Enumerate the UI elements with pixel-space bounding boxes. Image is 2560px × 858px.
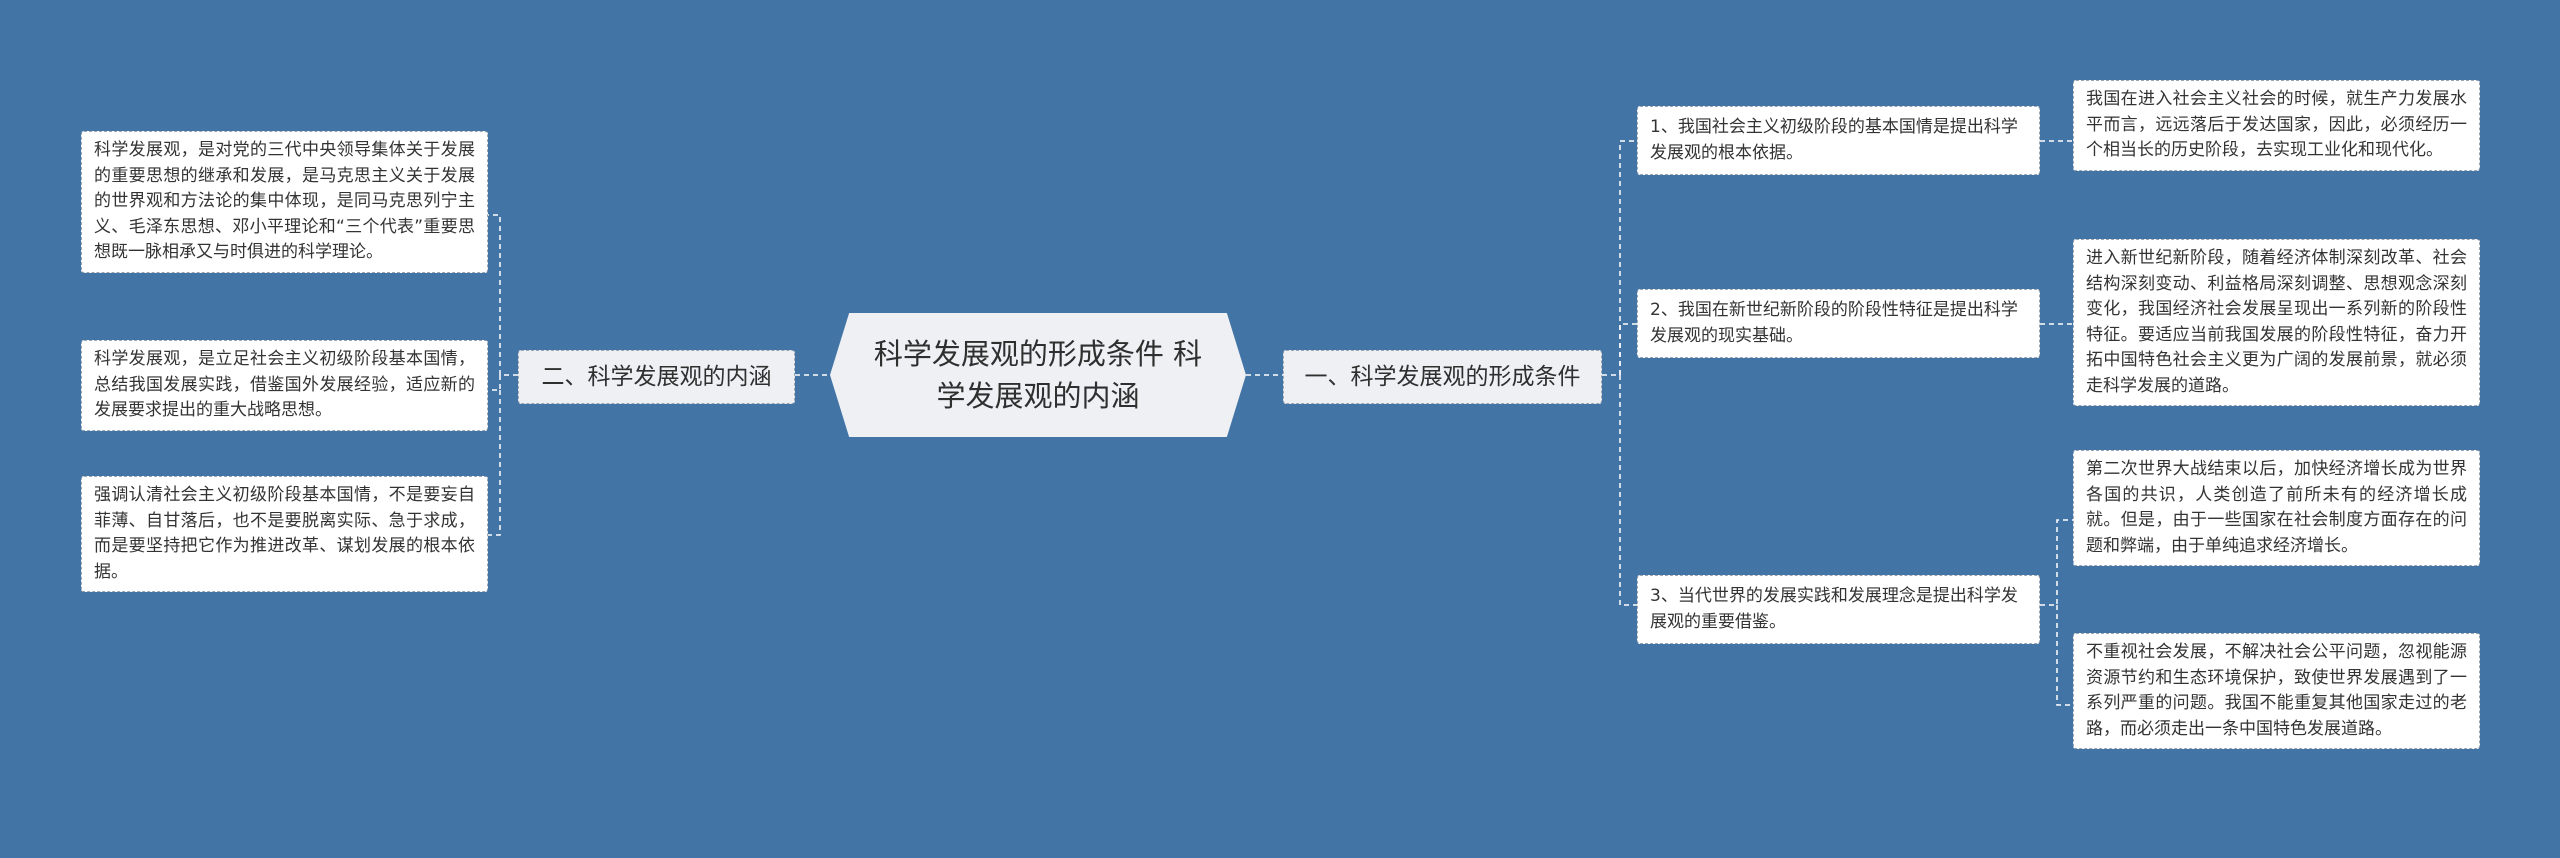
branch-right-label: 一、科学发展观的形成条件 xyxy=(1304,364,1581,390)
central-topic-text: 科学发展观的形成条件 科学发展观的内涵 xyxy=(873,337,1203,413)
connector-left-2 xyxy=(488,375,501,391)
right-detail-1-text: 我国在进入社会主义社会的时候，就生产力发展水平而言，远远落后于发达国家，因此，必… xyxy=(2086,89,2467,160)
connector-left-3 xyxy=(488,390,501,536)
branch-left[interactable]: 二、科学发展观的内涵 xyxy=(518,350,795,404)
right-sub-2[interactable]: 2、我国在新世纪新阶段的阶段性特征是提出科学发展观的现实基础。 xyxy=(1637,289,2040,358)
left-leaf-3[interactable]: 强调认清社会主义初级阶段基本国情，不是要妄自菲薄、自甘落后，也不是要脱离实际、急… xyxy=(81,476,488,592)
right-detail-2-text: 进入新世纪新阶段，随着经济体制深刻改革、社会结构深刻变动、利益格局深刻调整、思想… xyxy=(2086,248,2467,396)
central-topic[interactable]: 科学发展观的形成条件 科学发展观的内涵 xyxy=(830,313,1246,437)
left-leaf-2[interactable]: 科学发展观，是立足社会主义初级阶段基本国情，总结我国发展实践，借鉴国外发展经验，… xyxy=(81,340,488,431)
left-leaf-2-text: 科学发展观，是立足社会主义初级阶段基本国情，总结我国发展实践，借鉴国外发展经验，… xyxy=(94,349,475,420)
right-sub-2-text: 2、我国在新世纪新阶段的阶段性特征是提出科学发展观的现实基础。 xyxy=(1650,300,2018,346)
connector-sub3-detail1 xyxy=(2040,519,2073,606)
right-detail-4[interactable]: 不重视社会发展，不解决社会公平问题，忽视能源资源节约和生态环境保护，致使世界发展… xyxy=(2073,633,2480,749)
connector-left-1 xyxy=(488,214,518,376)
connector-right-2 xyxy=(1619,323,1637,375)
connector-right-3 xyxy=(1619,375,1637,606)
left-leaf-1-text: 科学发展观，是对党的三代中央领导集体关于发展的重要思想的继承和发展，是马克思主义… xyxy=(94,140,475,262)
right-detail-2[interactable]: 进入新世纪新阶段，随着经济体制深刻改革、社会结构深刻变动、利益格局深刻调整、思想… xyxy=(2073,239,2480,406)
right-detail-4-text: 不重视社会发展，不解决社会公平问题，忽视能源资源节约和生态环境保护，致使世界发展… xyxy=(2086,642,2467,739)
right-detail-3[interactable]: 第二次世界大战结束以后，加快经济增长成为世界各国的共识，人类创造了前所未有的经济… xyxy=(2073,450,2480,566)
right-sub-1-text: 1、我国社会主义初级阶段的基本国情是提出科学发展观的根本依据。 xyxy=(1650,117,2018,163)
connector-right-1 xyxy=(1602,140,1637,376)
right-sub-3[interactable]: 3、当代世界的发展实践和发展理念是提出科学发展观的重要借鉴。 xyxy=(1637,575,2040,644)
right-detail-3-text: 第二次世界大战结束以后，加快经济增长成为世界各国的共识，人类创造了前所未有的经济… xyxy=(2086,459,2467,556)
branch-right[interactable]: 一、科学发展观的形成条件 xyxy=(1283,350,1602,404)
connector-sub3-detail2 xyxy=(2056,605,2073,706)
branch-left-label: 二、科学发展观的内涵 xyxy=(541,364,772,390)
right-detail-1[interactable]: 我国在进入社会主义社会的时候，就生产力发展水平而言，远远落后于发达国家，因此，必… xyxy=(2073,80,2480,171)
right-sub-3-text: 3、当代世界的发展实践和发展理念是提出科学发展观的重要借鉴。 xyxy=(1650,586,2018,632)
right-sub-1[interactable]: 1、我国社会主义初级阶段的基本国情是提出科学发展观的根本依据。 xyxy=(1637,106,2040,175)
left-leaf-3-text: 强调认清社会主义初级阶段基本国情，不是要妄自菲薄、自甘落后，也不是要脱离实际、急… xyxy=(94,485,475,582)
left-leaf-1[interactable]: 科学发展观，是对党的三代中央领导集体关于发展的重要思想的继承和发展，是马克思主义… xyxy=(81,131,488,273)
